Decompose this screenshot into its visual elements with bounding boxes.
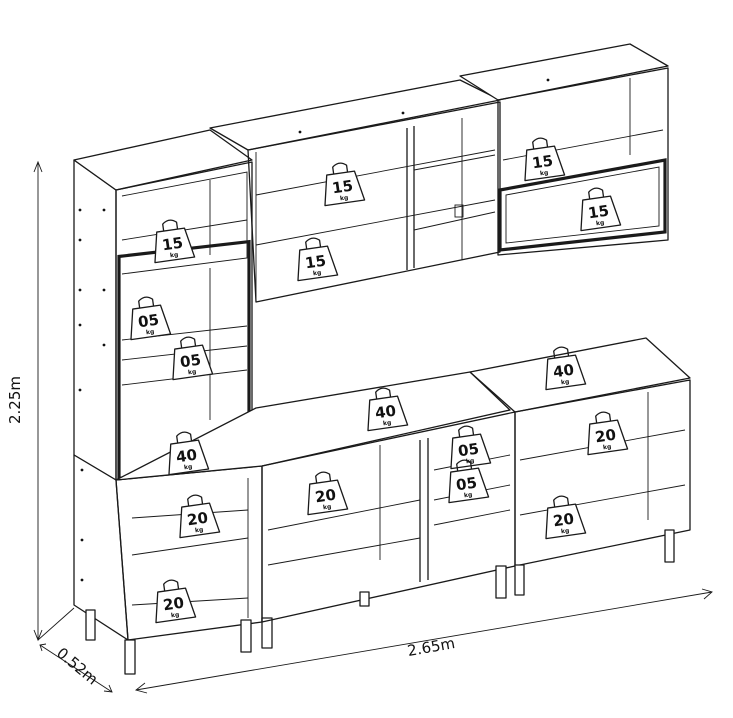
weight-value: 05	[455, 474, 478, 495]
weight-value: 05	[179, 351, 202, 372]
depth-dimension-line	[39, 644, 113, 693]
width-dimension-line	[135, 591, 713, 691]
weight-value: 15	[531, 152, 554, 173]
weight-value: 15	[587, 202, 610, 223]
weight-value: 15	[161, 234, 184, 255]
weight-unit: kg	[561, 527, 570, 535]
depth-label: 0.52m	[53, 644, 101, 689]
weight-unit: kg	[195, 526, 204, 534]
weight-value: 05	[457, 440, 480, 461]
weight-unit: kg	[383, 419, 392, 427]
top-right-cabinet	[459, 43, 669, 256]
left-tower-top	[73, 129, 253, 191]
weight-value: 05	[137, 311, 160, 332]
weight-unit: kg	[561, 378, 570, 386]
weight-unit: kg	[540, 169, 549, 177]
weight-unit: kg	[188, 368, 197, 376]
top-right-top	[459, 43, 669, 101]
weight-value: 15	[304, 252, 327, 273]
weight-value: 20	[162, 594, 185, 615]
top-right-glass-door	[498, 158, 667, 252]
weight-unit: kg	[170, 251, 179, 259]
weight-unit: kg	[464, 491, 473, 499]
weight-unit: kg	[313, 269, 322, 277]
dimension-lines	[33, 160, 713, 694]
weight-value: 20	[552, 510, 575, 531]
weight-unit: kg	[340, 194, 349, 202]
top-middle-cabinet	[209, 79, 501, 303]
weight-value: 20	[186, 509, 209, 530]
height-label: 2.25m	[6, 376, 24, 424]
weight-value: 40	[374, 402, 397, 423]
weight-icons: 15kg15kg15kg15kg15kg05kg05kg40kg40kg40kg…	[130, 137, 629, 624]
weight-unit: kg	[171, 611, 180, 619]
top-middle-top	[209, 79, 501, 151]
weight-unit: kg	[603, 443, 612, 451]
weight-unit: kg	[146, 328, 155, 336]
lower-left-side	[73, 454, 129, 641]
weight-value: 20	[594, 426, 617, 447]
weight-unit: kg	[184, 463, 193, 471]
left-tower-side	[73, 159, 117, 481]
weight-value: 15	[331, 177, 354, 198]
lower-left-cabinet	[73, 454, 273, 675]
weight-value: 20	[314, 486, 337, 507]
width-label: 2.65m	[406, 634, 456, 660]
weight-value: 40	[175, 446, 198, 467]
weight-unit: kg	[323, 503, 332, 511]
weight-unit: kg	[596, 219, 605, 227]
weight-value: 40	[552, 361, 575, 382]
lower-middle-top	[115, 371, 511, 481]
